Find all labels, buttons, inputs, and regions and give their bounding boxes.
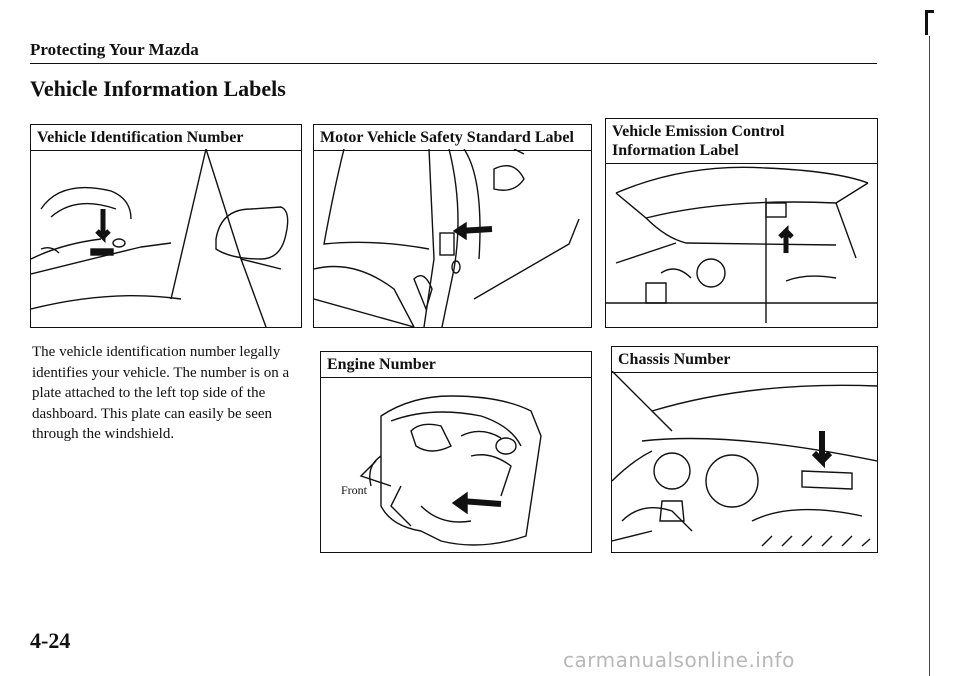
vin-caption: Vehicle Identification Number [31,125,301,151]
vin-figure: Vehicle Identification Number [30,124,302,328]
dashboard-illustration [31,149,289,327]
engine-bay-illustration [612,371,877,547]
chassis-caption: Chassis Number [612,347,877,373]
engine-figure: Engine Number Front [320,351,592,553]
section-header: Protecting Your Mazda [30,40,199,59]
vin-description: The vehicle identification number legall… [32,344,290,442]
hood-open-illustration [606,166,877,323]
chassis-figure: Chassis Number [611,346,878,553]
corner-crop-mark [925,10,934,35]
page-title: Vehicle Information Labels [30,76,286,101]
mvss-caption: Motor Vehicle Safety Standard Label [314,125,591,151]
page-side-rule [929,36,930,676]
mvss-figure: Motor Vehicle Safety Standard Label [313,124,592,328]
emission-caption-line2: Information Label [612,142,739,159]
emission-figure: Vehicle Emission Control Information Lab… [605,118,878,328]
page-number: 4-24 [30,628,71,653]
engine-caption: Engine Number [321,352,591,378]
header-rule [30,63,877,64]
emission-caption-line1: Vehicle Emission Control [612,123,785,140]
door-pillar-illustration [314,149,580,327]
watermark: carmanualsonline.info [563,648,795,672]
front-label: Front [341,483,368,497]
emission-caption: Vehicle Emission Control Information Lab… [606,119,877,164]
engine-illustration [359,395,542,546]
